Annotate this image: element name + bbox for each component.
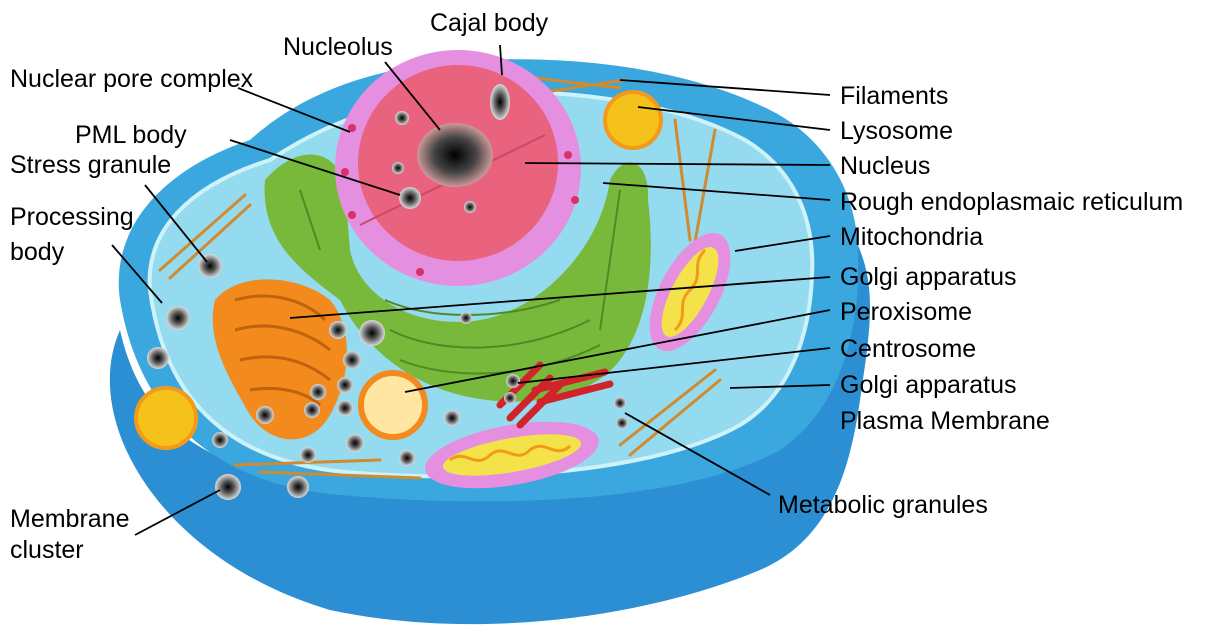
label-plasma-membrane: Plasma Membrane — [840, 407, 1050, 435]
label-membrane-cluster-1: Membrane — [10, 505, 130, 533]
nucleolus — [417, 123, 493, 187]
label-mitochondria: Mitochondria — [840, 223, 983, 251]
label-lysosome: Lysosome — [840, 117, 953, 145]
label-processing-body-1: Processing — [10, 203, 134, 231]
lysosome-shape — [605, 92, 661, 148]
label-stress-granule: Stress granule — [10, 151, 171, 179]
pml-body-shape — [399, 187, 421, 209]
label-membrane-cluster-2: cluster — [10, 536, 84, 564]
label-golgi-apparatus-1: Golgi apparatus — [840, 263, 1017, 291]
label-filaments: Filaments — [840, 82, 948, 110]
label-nucleolus: Nucleolus — [283, 33, 393, 61]
label-processing-body-2: body — [10, 238, 65, 266]
label-metabolic-granules: Metabolic granules — [778, 491, 988, 519]
label-peroxisome: Peroxisome — [840, 298, 972, 326]
label-cajal-body: Cajal body — [430, 9, 549, 37]
label-nuclear-pore-complex: Nuclear pore complex — [10, 65, 254, 93]
label-centrosome: Centrosome — [840, 335, 976, 363]
lysosome-left-shape — [136, 388, 196, 448]
label-pml-body: PML body — [75, 121, 187, 149]
label-golgi-apparatus-2: Golgi apparatus — [840, 371, 1017, 399]
peroxisome-shape — [361, 373, 425, 437]
label-rough-er: Rough endoplasmaic reticulum — [840, 188, 1183, 216]
cajal-body-shape — [490, 84, 510, 120]
label-nucleus: Nucleus — [840, 152, 930, 180]
